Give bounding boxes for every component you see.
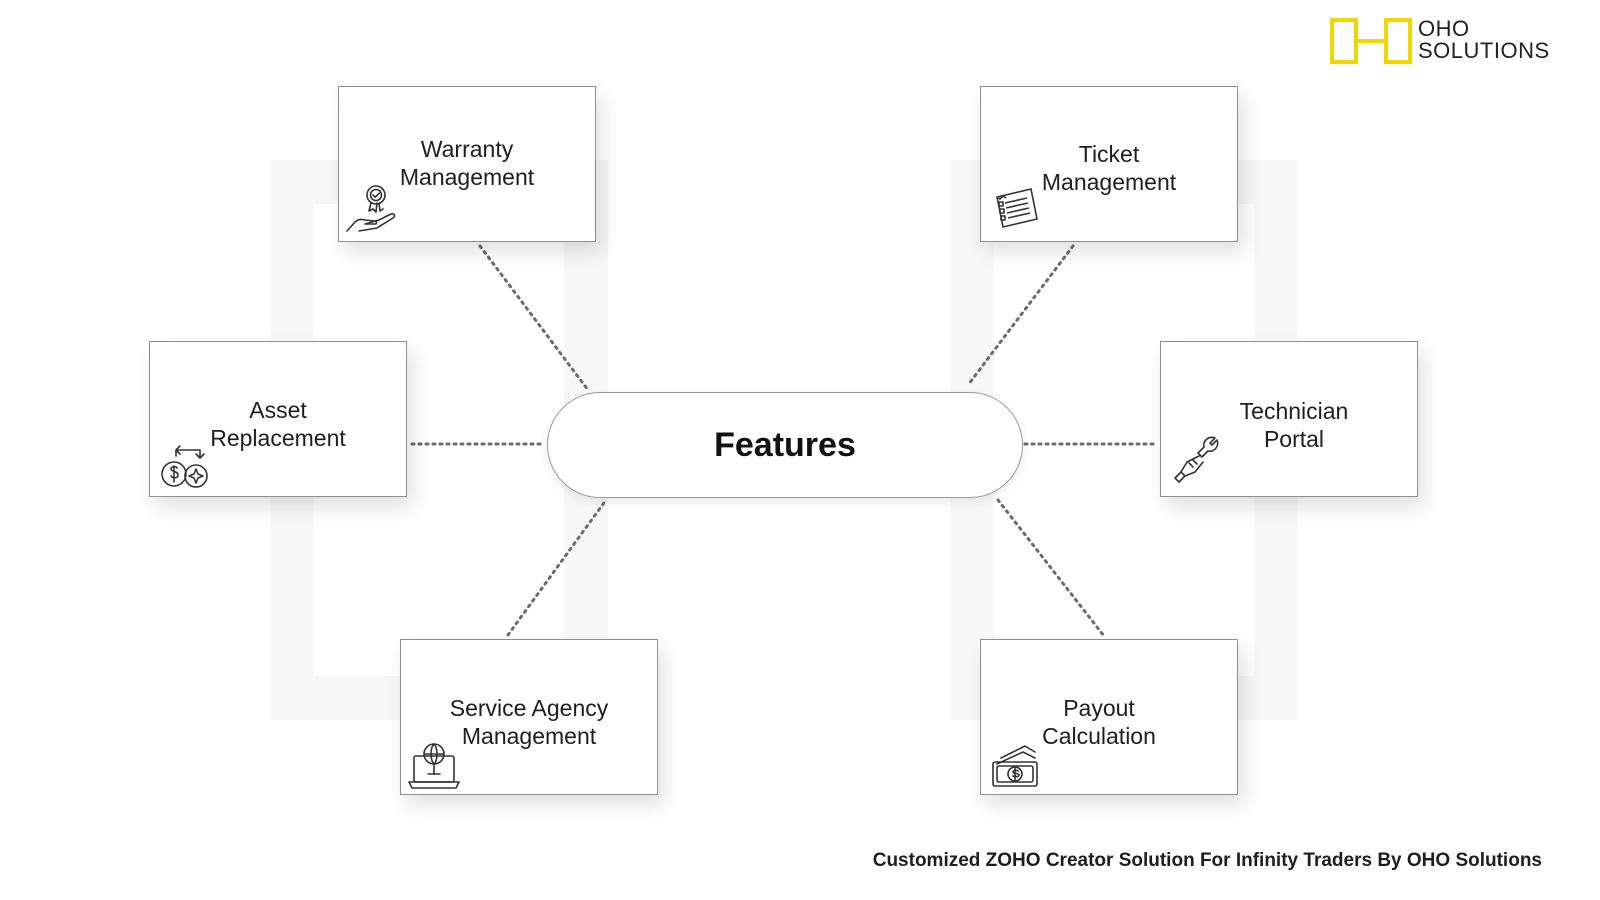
cash-stack-icon bbox=[987, 738, 1045, 796]
card-label: Warranty Management bbox=[399, 136, 535, 190]
card-technician-portal: Technician Portal bbox=[1160, 341, 1418, 497]
card-label: Asset Replacement bbox=[210, 397, 346, 451]
card-payout-calculation: Payout Calculation bbox=[980, 639, 1238, 795]
logo-text-line2: SOLUTIONS bbox=[1418, 38, 1550, 63]
card-label: Technician Portal bbox=[1239, 398, 1349, 452]
card-asset-replacement: Asset Replacement bbox=[149, 341, 407, 497]
card-label: Payout Calculation bbox=[1042, 695, 1156, 749]
card-ticket-management: Ticket Management bbox=[980, 86, 1238, 242]
card-service-agency-management: Service Agency Management bbox=[400, 639, 658, 795]
warranty-hand-icon bbox=[343, 179, 401, 237]
coin-exchange-icon bbox=[156, 434, 214, 492]
footer-caption: Customized ZOHO Creator Solution For Inf… bbox=[872, 850, 1542, 871]
center-title: Features bbox=[714, 425, 856, 464]
connector-service-agency bbox=[506, 498, 608, 637]
logo-text-line1: OHO bbox=[1418, 16, 1470, 41]
card-warranty-management: Warranty Management bbox=[338, 86, 596, 242]
wrench-hand-icon bbox=[1169, 430, 1227, 488]
laptop-globe-icon bbox=[406, 738, 464, 796]
connector-payout bbox=[996, 498, 1106, 638]
card-label: Service Agency Management bbox=[449, 695, 609, 749]
features-center-node: Features bbox=[547, 392, 1023, 498]
connector-warranty bbox=[478, 244, 590, 392]
card-label: Ticket Management bbox=[1041, 141, 1177, 195]
ticket-receipt-icon bbox=[987, 181, 1045, 239]
connector-ticket bbox=[966, 244, 1075, 387]
oho-logo: OHO SOLUTIONS bbox=[1330, 18, 1550, 64]
oho-logo-mark bbox=[1330, 18, 1412, 64]
